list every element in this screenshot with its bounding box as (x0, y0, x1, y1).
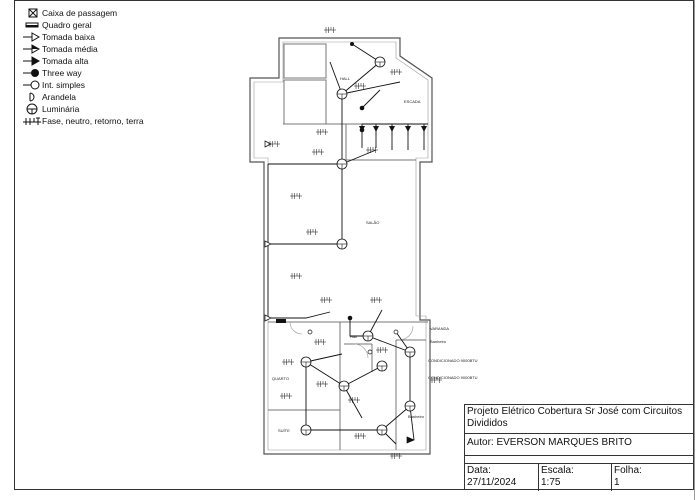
sheet-value: 1 (614, 477, 620, 488)
title-block-spacer (465, 456, 693, 463)
high-outlet-icon (22, 55, 42, 67)
ceiling-light-icon (404, 346, 416, 358)
room-label-banheiro-2: Banheiro (408, 414, 425, 419)
legend-label: Int. simples (42, 80, 85, 90)
high-outlet-icon (406, 436, 415, 444)
date-value: 27/11/2024 (467, 477, 517, 488)
high-outlet-icon (421, 126, 427, 132)
junction-box-icon (22, 7, 42, 19)
legend-item: Tomada alta (22, 55, 144, 67)
scale-value: 1:75 (541, 477, 561, 488)
legend-label: Caixa de passagem (42, 8, 118, 18)
project-title: Projeto Elétrico Cobertura Sr José com C… (465, 405, 693, 434)
legend-item: Fase, neutro, retorno, terra (22, 115, 144, 127)
legend-label: Three way (42, 68, 82, 78)
legend-label: Luminária (42, 104, 80, 114)
legend-item: Tomada média (22, 43, 144, 55)
high-outlet-icon (373, 126, 379, 132)
room-label-hall-2: Hall (350, 334, 357, 339)
date-cell: Data: 27/11/2024 (465, 464, 539, 491)
switches (307, 42, 399, 355)
ceiling-light-icon (336, 88, 348, 100)
legend-item: Caixa de passagem (22, 7, 144, 19)
ceiling-light-icon (336, 158, 348, 170)
ac-label: CONDICIONADO 9000BTU (428, 358, 478, 363)
sheet-cell: Folha: 1 (612, 464, 693, 491)
three-way-switch-icon (359, 127, 365, 133)
room-label-suite: SUÍTE (278, 428, 290, 433)
legend-label: Tomada média (42, 44, 98, 54)
medium-outlet-icon (264, 240, 272, 248)
ceiling-light-icon (300, 356, 312, 368)
ac-label: CONDICIONADO 9000BTU (428, 375, 478, 380)
high-outlets (359, 126, 427, 132)
sheet-edge (694, 0, 695, 500)
main-panel-icon (22, 19, 42, 31)
scale-label: Escala: (541, 465, 574, 476)
legend-item: Three way (22, 67, 144, 79)
high-outlet-icon (405, 126, 411, 132)
title-block-cells: Data: 27/11/2024 Escala: 1:75 Folha: 1 (465, 463, 693, 491)
author: Autor: EVERSON MARQUES BRITO (465, 434, 693, 456)
legend-item: Quadro geral (22, 19, 144, 31)
walls (249, 37, 433, 455)
ceiling-light-icon (376, 424, 388, 436)
three-way-switch-icon (350, 42, 354, 46)
legend-item: Int. simples (22, 79, 144, 91)
main-panel-icon (276, 319, 286, 323)
medium-outlet-icon (264, 314, 272, 322)
simple-switch-icon (22, 79, 42, 91)
ceiling-light-icon (338, 380, 350, 392)
ceiling-light-icon (374, 56, 386, 68)
legend-item: Tomada baixa (22, 31, 144, 43)
room-label-salao: SALÃO (366, 220, 379, 225)
room-label-hall: HALL (340, 76, 351, 81)
ceiling-light-icon (376, 360, 388, 372)
simple-switch-icon (393, 329, 399, 335)
low-outlet-icon (22, 31, 42, 43)
date-label: Data: (467, 465, 491, 476)
three-way-switch-icon (22, 67, 42, 79)
wires-icon (22, 115, 42, 127)
room-label-banheiro: Banheiro (430, 339, 447, 344)
legend-item: Luminária (22, 103, 144, 115)
high-outlet-icon (389, 126, 395, 132)
ceiling-light-icon (404, 400, 416, 412)
three-way-switch-icon (359, 105, 365, 111)
ceiling-light-icon (300, 424, 312, 436)
legend: Caixa de passagem Quadro geral Tomada ba… (22, 7, 144, 127)
scale-cell: Escala: 1:75 (539, 464, 612, 491)
doors (289, 321, 414, 359)
wall-lamp-icon (22, 91, 42, 103)
simple-switch-icon (367, 349, 373, 355)
legend-label: Arandela (42, 92, 77, 102)
room-label-quarto: QUARTO (272, 376, 289, 381)
room-label-varanda: VARANDA (430, 326, 449, 331)
sheet-label: Folha: (614, 465, 642, 476)
legend-label: Tomada alta (42, 56, 89, 66)
three-way-switch-icon (347, 315, 353, 321)
ceiling-light-icon (362, 330, 374, 342)
legend-label: Tomada baixa (42, 32, 95, 42)
legend-item: Arandela (22, 91, 144, 103)
ceiling-light-icon (22, 103, 42, 115)
title-block: Projeto Elétrico Cobertura Sr José com C… (464, 404, 694, 491)
room-label-escada: ESCADA (404, 99, 421, 104)
drawing-sheet-border (14, 0, 694, 490)
simple-switch-icon (307, 329, 313, 335)
ceiling-light-icon (336, 238, 348, 250)
legend-label: Fase, neutro, retorno, terra (42, 116, 144, 126)
legend-label: Quadro geral (42, 20, 92, 30)
medium-outlet-icon (22, 43, 42, 55)
